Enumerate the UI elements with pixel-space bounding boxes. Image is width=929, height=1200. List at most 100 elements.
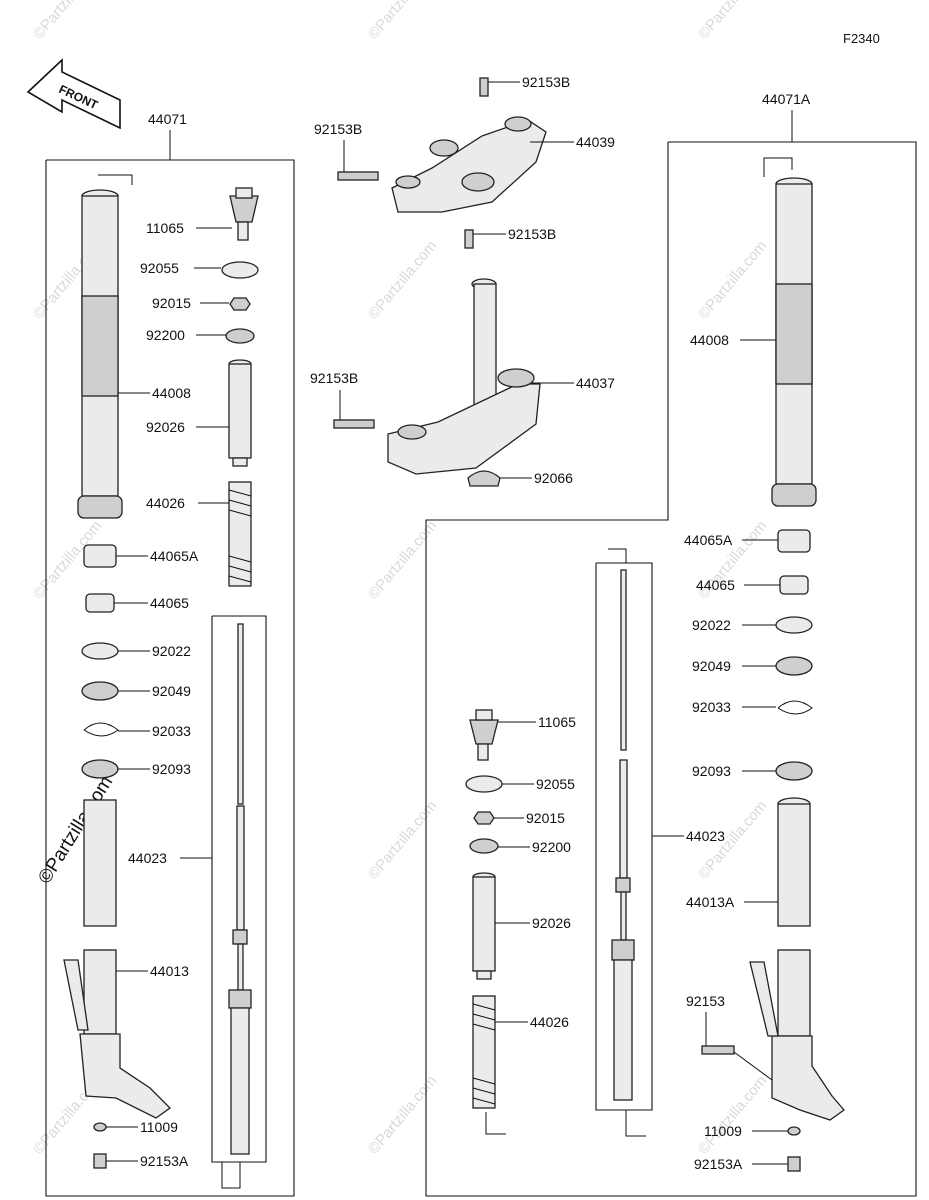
center-part-44037: 44037 [576, 375, 615, 391]
right-part-92049: 92049 [692, 658, 731, 674]
right-fork-group: 44071A 44008 44065A 44065 92022 92049 [425, 91, 917, 1197]
center-bolt-top [479, 77, 489, 97]
left-oil-seal-92049 [81, 681, 119, 701]
right-part-92022: 92022 [692, 617, 731, 633]
right-part-44008: 44008 [690, 332, 729, 348]
watermark-8: ©Partzilla.com [365, 517, 440, 602]
left-part-92093: 92093 [152, 761, 191, 777]
watermark-1: ©Partzilla.com [30, 0, 105, 43]
right-washer-92200 [469, 838, 499, 854]
left-part-44013: 44013 [150, 963, 189, 979]
left-part-92200: 92200 [146, 327, 185, 343]
right-part-44023: 44023 [686, 828, 725, 844]
left-part-92022: 92022 [152, 643, 191, 659]
left-fork-group: 44071 44008 11065 92055 92015 9 [45, 111, 295, 1197]
right-part-44013A: 44013A [686, 894, 735, 910]
right-washer-92022 [775, 616, 813, 634]
right-part-44026: 44026 [530, 1014, 569, 1030]
right-fork-tube-44008 [771, 177, 817, 507]
center-clamp-group: 92153B 92153B 44039 92153B 44037 92153B [310, 74, 615, 487]
left-part-92055: 92055 [140, 260, 179, 276]
watermark-13: ©Partzilla.com [365, 1072, 440, 1157]
left-part-92153A: 92153A [140, 1153, 189, 1169]
right-part-11009: 11009 [704, 1123, 742, 1139]
diagram-code: F2340 [843, 31, 880, 46]
left-assembly-frame [45, 159, 295, 1197]
left-spring-44026 [228, 481, 252, 587]
right-part-92153A: 92153A [694, 1156, 743, 1172]
left-collar-92026 [228, 359, 252, 467]
right-oil-seal-92049 [775, 656, 813, 676]
right-collar-92026 [472, 872, 496, 980]
watermark-3: ©Partzilla.com [695, 0, 770, 43]
left-washer-11009 [93, 1122, 107, 1132]
center-bolt-mid [464, 229, 474, 249]
left-part-11009: 11009 [140, 1119, 178, 1135]
right-cap-bolt-11065 [469, 709, 499, 761]
left-dust-seal-92093 [81, 759, 119, 779]
right-part-92200: 92200 [532, 839, 571, 855]
right-dust-seal-92093 [775, 761, 813, 781]
right-washer-11009 [787, 1126, 801, 1136]
right-part-92026: 92026 [532, 915, 571, 931]
left-part-92049: 92049 [152, 683, 191, 699]
left-assembly-label: 44071 [148, 111, 187, 127]
center-part-92153B-top: 92153B [522, 74, 570, 90]
right-bolt-92153A [787, 1156, 801, 1172]
right-damper-44023 [611, 569, 635, 1101]
watermarks: ©Partzilla.com ©Partzilla.com ©Partzilla… [30, 0, 770, 1158]
left-cap-bolt-11065 [229, 187, 259, 241]
right-part-44065A: 44065A [684, 532, 733, 548]
left-outer-tube-44013 [63, 799, 172, 1119]
center-part-92153B-mid: 92153B [508, 226, 556, 242]
watermark-10: ©Partzilla.com [365, 797, 440, 882]
center-seal-92066 [467, 470, 501, 487]
right-assembly-label: 44071A [762, 91, 811, 107]
right-bushing-44065A [777, 529, 811, 553]
left-nut-92015 [229, 297, 251, 311]
left-damper-44023 [228, 623, 252, 1155]
right-assembly-frame [425, 141, 917, 1197]
right-part-92093: 92093 [692, 763, 731, 779]
right-part-44065: 44065 [696, 577, 735, 593]
center-part-44039: 44039 [576, 134, 615, 150]
left-fork-tube-44008 [77, 189, 123, 519]
left-part-44065A: 44065A [150, 548, 199, 564]
center-part-92153B-lower: 92153B [310, 370, 358, 386]
watermark-2: ©Partzilla.com [365, 0, 440, 43]
left-part-44026: 44026 [146, 495, 185, 511]
left-washer-92022 [81, 642, 119, 660]
left-oring-92055 [221, 261, 259, 279]
right-bushing-44065 [779, 575, 809, 595]
watermark-14: ©Partzilla.com [695, 1072, 770, 1157]
watermark-6: ©Partzilla.com [695, 237, 770, 322]
left-bushing-44065 [85, 593, 115, 613]
left-washer-92200 [225, 328, 255, 344]
lower-bracket-44037 [387, 278, 541, 475]
right-oring-92055 [465, 775, 503, 793]
left-bolt-92153A [93, 1153, 107, 1169]
right-circlip-92033 [777, 700, 813, 715]
watermark-5: ©Partzilla.com [365, 237, 440, 322]
right-spring-44026 [472, 995, 496, 1109]
front-arrow-icon: FRONT [26, 58, 121, 130]
right-part-92015: 92015 [526, 810, 565, 826]
upper-bracket-44039 [391, 116, 547, 213]
right-nut-92015 [473, 811, 495, 825]
left-circlip-92033 [83, 722, 119, 737]
right-outer-tube-44013A [749, 797, 845, 1121]
center-part-92153B-left: 92153B [314, 121, 362, 137]
left-part-92033: 92033 [152, 723, 191, 739]
left-part-44023: 44023 [128, 850, 167, 866]
right-part-92153: 92153 [686, 993, 725, 1009]
left-part-92026: 92026 [146, 419, 185, 435]
center-part-92066: 92066 [534, 470, 573, 486]
right-part-92033: 92033 [692, 699, 731, 715]
left-part-92015: 92015 [152, 295, 191, 311]
left-part-11065: 11065 [146, 220, 184, 236]
right-part-11065: 11065 [538, 714, 576, 730]
left-part-44065: 44065 [150, 595, 189, 611]
left-bushing-44065A [83, 544, 117, 568]
left-part-44008: 44008 [152, 385, 191, 401]
